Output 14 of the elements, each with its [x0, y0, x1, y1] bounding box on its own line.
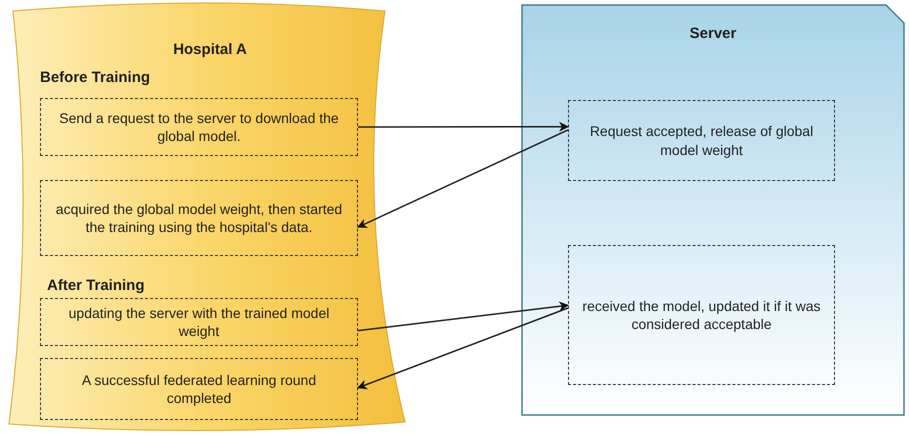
- dashed-box: Request accepted, release of global model weight: [568, 100, 835, 181]
- dashed-box: acquired the global model weight, then started the training using the hospital's data.: [40, 180, 358, 256]
- arrow: [357, 129, 568, 228]
- arrow: [357, 307, 568, 390]
- dashed-box: A successful federated learning round completed: [40, 358, 358, 420]
- heading: Before Training: [40, 69, 152, 86]
- heading: After Training: [47, 277, 146, 294]
- dashed-box: received the model, updated it if it was considered acceptable: [568, 245, 835, 385]
- heading: Hospital A: [172, 41, 248, 58]
- arrow: [358, 122, 569, 132]
- dashed-box: Send a request to the server to download the global model.: [40, 98, 358, 156]
- arrow: [358, 301, 569, 332]
- dashed-box: updating the server with the trained model weight: [40, 298, 358, 346]
- heading: Server: [688, 25, 738, 42]
